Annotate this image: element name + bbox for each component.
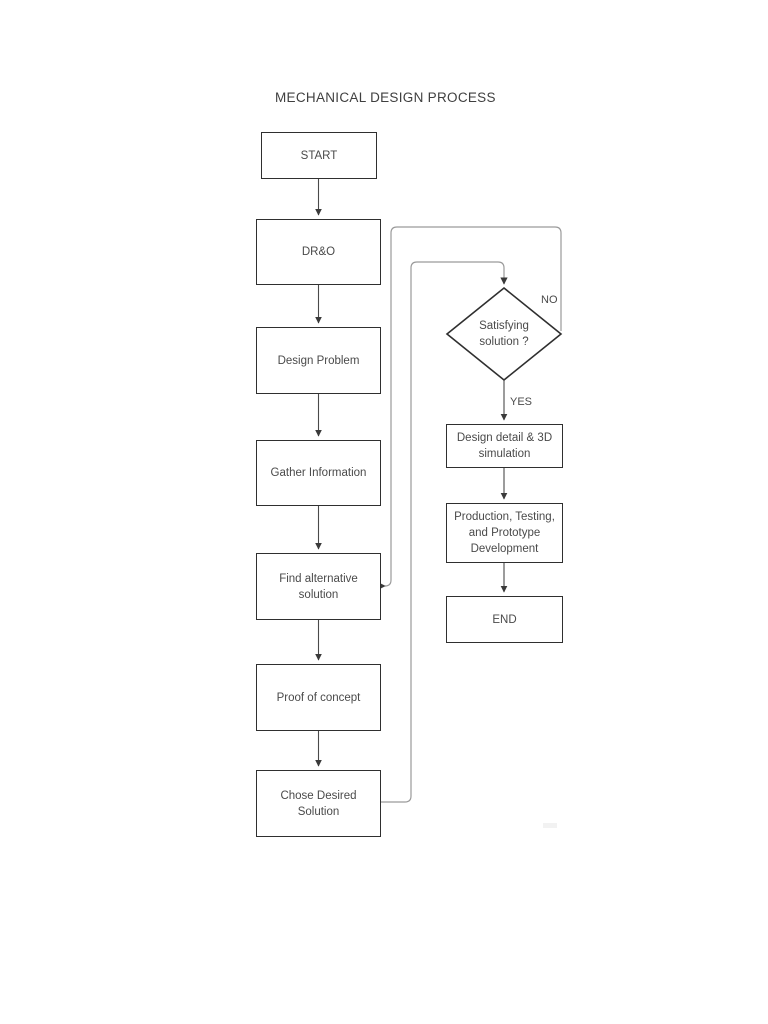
node-start[interactable]: START (261, 132, 377, 179)
node-design-detail-3d-simulation-label: Design detail & 3D simulation (456, 432, 553, 460)
edge-chose-to-satisfying (381, 261, 508, 803)
node-design-detail-3d-simulation[interactable]: Design detail & 3D simulation (446, 424, 563, 468)
node-end[interactable]: END (446, 596, 563, 643)
node-chose-desired-solution-label: Chose Desired Solution (280, 789, 357, 818)
node-start-label: START (300, 149, 338, 162)
node-find-alternative-solution[interactable]: Find alternative solution (256, 553, 381, 620)
edge-label-yes: YES (510, 396, 533, 408)
node-satisfying-solution-label: Satisfying solution ? (479, 320, 529, 348)
decision-diamond-shape (445, 286, 563, 382)
page-title: MECHANICAL DESIGN PROCESS (275, 90, 496, 105)
node-gather-information-label: Gather Information (270, 467, 367, 479)
node-chose-desired-solution[interactable]: Chose Desired Solution (256, 770, 381, 837)
node-proof-of-concept[interactable]: Proof of concept (256, 664, 381, 731)
node-design-problem[interactable]: Design Problem (256, 327, 381, 394)
node-find-alternative-solution-label: Find alternative solution (279, 572, 358, 601)
node-gather-information[interactable]: Gather Information (256, 440, 381, 506)
node-dro-label: DR&O (301, 246, 336, 258)
edge-label-no: NO (541, 294, 558, 306)
node-design-problem-label: Design Problem (277, 354, 360, 367)
node-end-label: END (492, 613, 517, 626)
page-artifact-mark (543, 823, 557, 828)
node-production-testing-prototype-label: Production, Testing, and Prototype Devel… (454, 511, 555, 555)
node-proof-of-concept-label: Proof of concept (276, 691, 361, 704)
edge-satisfying-no-to-alternative (384, 226, 562, 590)
node-dro[interactable]: DR&O (256, 219, 381, 285)
node-production-testing-prototype[interactable]: Production, Testing, and Prototype Devel… (446, 503, 563, 563)
node-satisfying-solution[interactable]: Satisfying solution ? (447, 288, 561, 380)
